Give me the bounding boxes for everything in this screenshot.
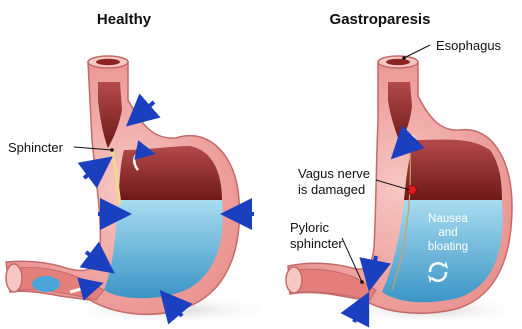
nausea-line1: Nausea — [428, 213, 468, 225]
healthy-esophagus-lumen — [96, 59, 120, 65]
vagus-label-line2: is damaged — [298, 182, 365, 197]
pyloric-leader-dot — [360, 280, 364, 284]
esophagus-label: Esophagus — [436, 38, 502, 53]
nausea-line3: bloating — [428, 241, 468, 253]
healthy-title: Healthy — [97, 11, 152, 28]
gastroparesis-duodenum-opening — [286, 267, 302, 293]
pyloric-label-line1: Pyloric — [290, 220, 330, 235]
esophagus-leader-dot — [402, 56, 406, 60]
gastroparesis-title: Gastroparesis — [330, 11, 431, 28]
sphincter-label: Sphincter — [8, 140, 64, 155]
vagus-label-line1: Vagus nerve — [298, 166, 370, 181]
nausea-line2: and — [438, 227, 457, 239]
blue-arrow-icon — [138, 102, 154, 116]
gastroparesis-esophagus-lumen — [386, 59, 410, 65]
healthy-panel: Healthy — [6, 11, 280, 324]
esophagus-leader-line — [404, 45, 430, 58]
sphincter-leader-dot — [110, 148, 114, 152]
gastroparesis-interior-dark — [404, 139, 502, 200]
pyloric-label-line2: sphincter — [290, 236, 343, 251]
healthy-interior-dark — [118, 146, 222, 200]
healthy-food-bolus — [32, 276, 60, 292]
healthy-duodenum-opening — [6, 264, 22, 292]
gastroparesis-panel: Gastroparesis Nausea and bloating — [286, 11, 522, 324]
